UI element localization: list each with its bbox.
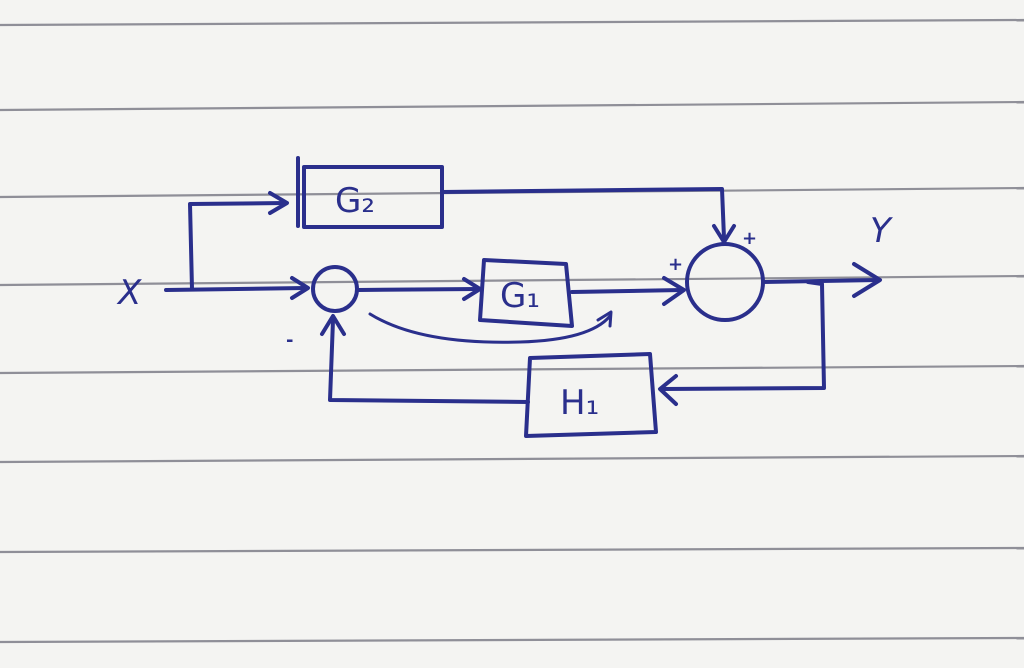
block-h1-box xyxy=(524,352,658,438)
feedback-line xyxy=(660,280,826,391)
feedforward-branch-line xyxy=(188,201,287,291)
sum2-top-plus-sign: + xyxy=(742,228,757,249)
g1-output-line xyxy=(570,288,684,294)
arrowhead-icon xyxy=(268,191,289,215)
bypass-curve-line xyxy=(368,312,612,344)
block-g1-label: G₁ xyxy=(500,276,540,316)
arrowhead-icon xyxy=(462,277,482,301)
block-g1-box xyxy=(478,258,574,328)
g2-output-line xyxy=(440,187,726,240)
output-label: Y xyxy=(870,211,893,251)
block-g2: G₂ xyxy=(296,156,444,229)
h1-output-line xyxy=(328,318,530,404)
rule-line xyxy=(0,364,1024,375)
rule-line xyxy=(0,454,1024,464)
summing-junction-2 xyxy=(685,242,765,322)
rule-line xyxy=(0,274,1024,287)
rule-line xyxy=(0,546,1024,554)
block-g2-label: G₂ xyxy=(335,181,375,221)
sum1-minus-sign: - xyxy=(286,330,293,351)
block-h1-label: H₁ xyxy=(560,383,599,423)
rule-line xyxy=(0,100,1024,112)
arrowhead-icon xyxy=(320,314,346,336)
sum2-left-plus-sign: + xyxy=(668,254,683,275)
input-signal-line xyxy=(164,286,307,292)
rule-line xyxy=(0,18,1024,27)
arrowhead-icon xyxy=(290,276,310,300)
ruled-lines xyxy=(0,18,1024,644)
arrowhead-icon xyxy=(658,374,678,406)
summing-junction-1 xyxy=(311,265,359,313)
error-signal-line xyxy=(356,287,480,292)
rule-line xyxy=(0,636,1024,644)
arrowhead-icon xyxy=(712,224,736,244)
block-g1: G₁ xyxy=(478,258,574,328)
arrowhead-icon xyxy=(662,276,686,306)
output-signal-line xyxy=(761,278,880,284)
arrowhead-icon xyxy=(852,262,882,298)
block-h1: H₁ xyxy=(524,352,658,438)
input-label: X xyxy=(116,273,142,313)
block-g2-box xyxy=(302,165,444,229)
arrowhead-icon xyxy=(596,310,613,328)
